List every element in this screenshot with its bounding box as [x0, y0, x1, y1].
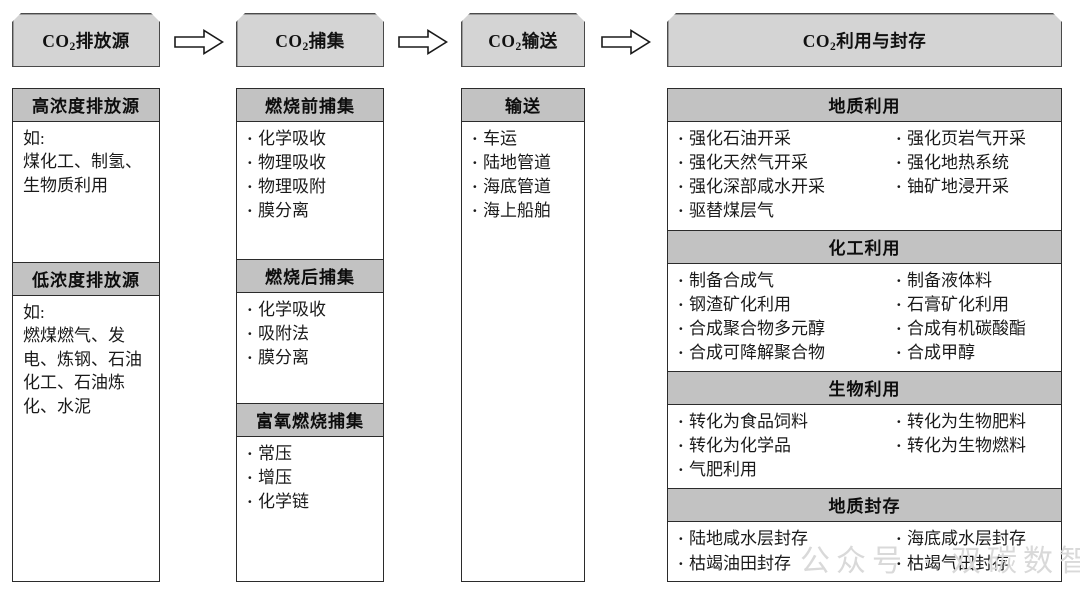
- bullet-list-oxyfuel-combustion-capture: 常压增压化学链: [247, 442, 375, 514]
- list-item: 转化为化学品: [678, 434, 896, 458]
- stage-label-capture: CO2捕集: [275, 30, 345, 53]
- section-high-concentration-source: 高浓度排放源 如: 煤化工、制氢、生物质利用: [13, 89, 159, 262]
- column-transport: 输送 车运陆地管道海底管道海上船舶: [461, 88, 585, 582]
- list-item: 转化为生物肥料: [896, 410, 1053, 434]
- stage-label-emission-source: CO2排放源: [42, 30, 130, 53]
- list-item: 膜分离: [247, 199, 375, 223]
- list-item: 合成聚合物多元醇: [678, 317, 896, 341]
- list-item: 合成甲醇: [896, 341, 1053, 365]
- list-item: 海上船舶: [472, 199, 576, 223]
- list-item: 转化为生物燃料: [896, 434, 1053, 458]
- list-item: 制备合成气: [678, 269, 896, 293]
- bullet-list-transport: 车运陆地管道海底管道海上船舶: [472, 127, 576, 224]
- arrow-3-icon: [601, 29, 651, 55]
- section-geological-storage: 地质封存 陆地咸水层封存海底咸水层封存枯竭油田封存枯竭气田封存: [668, 488, 1061, 581]
- column-emission-sources: 高浓度排放源 如: 煤化工、制氢、生物质利用 低浓度排放源 如: 燃煤燃气、发电…: [12, 88, 160, 582]
- section-title-oxyfuel-combustion-capture: 富氧燃烧捕集: [237, 403, 383, 437]
- section-title-low-concentration-source: 低浓度排放源: [13, 262, 159, 296]
- list-item: 陆地咸水层封存: [678, 527, 896, 551]
- list-item: 强化地热系统: [896, 151, 1053, 175]
- section-title-biological-utilization: 生物利用: [668, 371, 1061, 405]
- list-item: 化学吸收: [247, 127, 375, 151]
- section-chemical-utilization: 化工利用 制备合成气制备液体料钢渣矿化利用石膏矿化利用合成聚合物多元醇合成有机碳…: [668, 229, 1061, 372]
- arrow-2-icon: [398, 29, 448, 55]
- bullet-list-geological-utilization: 强化石油开采强化页岩气开采强化天然气开采强化地热系统强化深部咸水开采铀矿地浸开采…: [678, 127, 1053, 224]
- list-item: 钢渣矿化利用: [678, 293, 896, 317]
- section-body-transport: 车运陆地管道海底管道海上船舶: [462, 122, 584, 230]
- list-item: 转化为食品饲料: [678, 410, 896, 434]
- stage-box-transport[interactable]: CO2输送: [461, 13, 585, 67]
- section-title-transport: 输送: [462, 89, 584, 122]
- list-item: 强化页岩气开采: [896, 127, 1053, 151]
- bullet-list-post-combustion-capture: 化学吸收吸附法膜分离: [247, 298, 375, 370]
- list-item: 增压: [247, 466, 375, 490]
- list-item: 制备液体料: [896, 269, 1053, 293]
- section-body-chemical-utilization: 制备合成气制备液体料钢渣矿化利用石膏矿化利用合成聚合物多元醇合成有机碳酸酯合成可…: [668, 264, 1061, 372]
- list-item: 化学链: [247, 490, 375, 514]
- bullet-list-geological-storage: 陆地咸水层封存海底咸水层封存枯竭油田封存枯竭气田封存: [678, 527, 1053, 575]
- section-body-biological-utilization: 转化为食品饲料转化为生物肥料转化为化学品转化为生物燃料气肥利用: [668, 405, 1061, 488]
- bullet-list-biological-utilization: 转化为食品饲料转化为生物肥料转化为化学品转化为生物燃料气肥利用: [678, 410, 1053, 482]
- list-item: 合成可降解聚合物: [678, 341, 896, 365]
- section-title-geological-storage: 地质封存: [668, 488, 1061, 523]
- section-body-geological-storage: 陆地咸水层封存海底咸水层封存枯竭油田封存枯竭气田封存: [668, 522, 1061, 581]
- list-item: 铀矿地浸开采: [896, 175, 1053, 199]
- list-item: 石膏矿化利用: [896, 293, 1053, 317]
- list-item: 常压: [247, 442, 375, 466]
- stage-label-transport: CO2输送: [488, 30, 558, 53]
- stage-label-utilization-storage: CO2利用与封存: [802, 30, 927, 53]
- list-item: 化学吸收: [247, 298, 375, 322]
- list-item: 驱替煤层气: [678, 199, 896, 223]
- list-item: 强化深部咸水开采: [678, 175, 896, 199]
- stage-box-utilization-storage[interactable]: CO2利用与封存: [667, 13, 1062, 67]
- section-post-combustion-capture: 燃烧后捕集 化学吸收吸附法膜分离: [237, 259, 383, 403]
- arrow-1-icon: [174, 29, 224, 55]
- section-biological-utilization: 生物利用 转化为食品饲料转化为生物肥料转化为化学品转化为生物燃料气肥利用: [668, 371, 1061, 488]
- list-item: 枯竭油田封存: [678, 552, 896, 576]
- section-text-low-concentration-source: 如: 燃煤燃气、发电、炼钢、石油化工、石油炼化、水泥: [23, 303, 142, 416]
- section-title-pre-combustion-capture: 燃烧前捕集: [237, 89, 383, 122]
- list-item: 物理吸附: [247, 175, 375, 199]
- section-transport: 输送 车运陆地管道海底管道海上船舶: [462, 89, 584, 230]
- list-item: 合成有机碳酸酯: [896, 317, 1053, 341]
- section-body-geological-utilization: 强化石油开采强化页岩气开采强化天然气开采强化地热系统强化深部咸水开采铀矿地浸开采…: [668, 122, 1061, 230]
- section-body-low-concentration-source: 如: 燃煤燃气、发电、炼钢、石油化工、石油炼化、水泥: [13, 296, 159, 424]
- section-body-oxyfuel-combustion-capture: 常压增压化学链: [237, 437, 383, 520]
- section-geological-utilization: 地质利用 强化石油开采强化页岩气开采强化天然气开采强化地热系统强化深部咸水开采铀…: [668, 89, 1061, 230]
- column-utilization-storage: 地质利用 强化石油开采强化页岩气开采强化天然气开采强化地热系统强化深部咸水开采铀…: [667, 88, 1062, 582]
- stage-box-emission-source[interactable]: CO2排放源: [12, 13, 160, 67]
- list-item: 海底咸水层封存: [896, 527, 1053, 551]
- section-oxyfuel-combustion-capture: 富氧燃烧捕集 常压增压化学链: [237, 403, 383, 520]
- bullet-list-pre-combustion-capture: 化学吸收物理吸收物理吸附膜分离: [247, 127, 375, 224]
- list-item: 车运: [472, 127, 576, 151]
- list-item: 陆地管道: [472, 151, 576, 175]
- list-item: 强化天然气开采: [678, 151, 896, 175]
- list-item: 吸附法: [247, 322, 375, 346]
- section-text-high-concentration-source: 如: 煤化工、制氢、生物质利用: [23, 129, 142, 195]
- list-item: 物理吸收: [247, 151, 375, 175]
- section-body-post-combustion-capture: 化学吸收吸附法膜分离: [237, 293, 383, 403]
- section-title-post-combustion-capture: 燃烧后捕集: [237, 259, 383, 293]
- section-title-geological-utilization: 地质利用: [668, 89, 1061, 122]
- section-title-chemical-utilization: 化工利用: [668, 229, 1061, 264]
- list-item: 膜分离: [247, 346, 375, 370]
- list-item: 枯竭气田封存: [896, 552, 1053, 576]
- section-body-high-concentration-source: 如: 煤化工、制氢、生物质利用: [13, 122, 159, 262]
- bullet-list-chemical-utilization: 制备合成气制备液体料钢渣矿化利用石膏矿化利用合成聚合物多元醇合成有机碳酸酯合成可…: [678, 269, 1053, 366]
- list-item: 气肥利用: [678, 458, 896, 482]
- column-capture: 燃烧前捕集 化学吸收物理吸收物理吸附膜分离 燃烧后捕集 化学吸收吸附法膜分离 富…: [236, 88, 384, 582]
- stage-box-capture[interactable]: CO2捕集: [236, 13, 384, 67]
- section-pre-combustion-capture: 燃烧前捕集 化学吸收物理吸收物理吸附膜分离: [237, 89, 383, 259]
- stage-banner-row: CO2排放源 CO2捕集 CO2输送 CO2利用与封存: [0, 13, 1080, 71]
- section-low-concentration-source: 低浓度排放源 如: 燃煤燃气、发电、炼钢、石油化工、石油炼化、水泥: [13, 262, 159, 424]
- list-item: 强化石油开采: [678, 127, 896, 151]
- section-title-high-concentration-source: 高浓度排放源: [13, 89, 159, 122]
- list-item: 海底管道: [472, 175, 576, 199]
- section-body-pre-combustion-capture: 化学吸收物理吸收物理吸附膜分离: [237, 122, 383, 259]
